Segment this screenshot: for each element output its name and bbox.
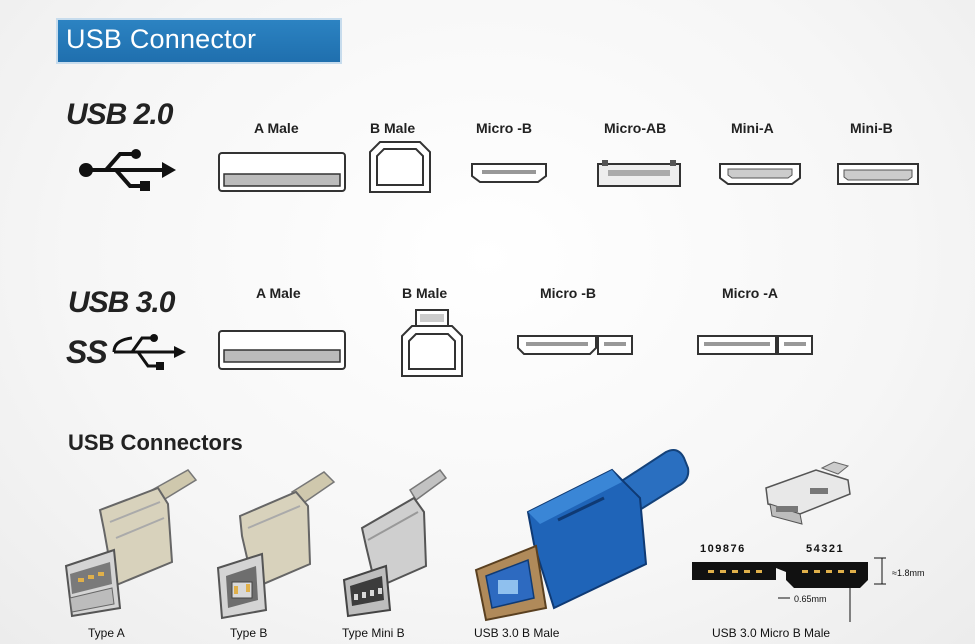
usb2-b-male-label: B Male — [370, 120, 416, 136]
micro-b-pinout-diagram — [692, 557, 886, 622]
usb3-b-male-plug-image — [474, 449, 690, 622]
usb3-b-male-outline — [401, 309, 463, 377]
usb3-micro-b-outline — [517, 335, 633, 355]
usb3-b-male-label: B Male — [402, 285, 448, 301]
dim-height-label: ≈1.8mm — [892, 568, 925, 578]
usb2-mini-b-outline — [837, 163, 919, 185]
type-b-plug-image — [216, 471, 336, 620]
pin-numbers-right: 54321 — [806, 543, 845, 555]
usb3-micro-b-plug-image — [765, 461, 851, 525]
header-banner — [56, 18, 342, 64]
usb2-micro-b-outline — [471, 163, 547, 183]
pin-numbers-left: 109876 — [700, 543, 746, 555]
usb-connectors-title: USB Connectors — [68, 430, 243, 455]
ss-mark: SS — [66, 334, 108, 370]
usb2-mini-a-label: Mini-A — [731, 120, 774, 136]
usb-trident-icon — [79, 149, 176, 191]
page-title: USB Connector — [66, 24, 257, 54]
usb3-a-male-label: A Male — [256, 285, 301, 301]
type-b-caption: Type B — [230, 626, 268, 640]
usb2-micro-b-label: Micro -B — [476, 120, 532, 136]
usb3-title: USB 3.0 — [68, 286, 175, 319]
usb2-micro-ab-outline — [597, 160, 681, 187]
type-mini-b-plug-image — [342, 468, 448, 618]
usb3-micro-a-label: Micro -A — [722, 285, 778, 301]
usb2-mini-a-outline — [719, 163, 801, 185]
usb3-b-male-caption: USB 3.0 B Male — [474, 626, 560, 640]
usb3-micro-a-outline — [697, 335, 813, 355]
usb3-a-male-outline — [218, 330, 346, 370]
usb2-title: USB 2.0 — [66, 98, 173, 131]
type-a-caption: Type A — [88, 626, 125, 640]
type-mini-b-caption: Type Mini B — [342, 626, 405, 640]
type-a-plug-image — [64, 469, 198, 618]
dim-width-label: 0.65mm — [794, 594, 827, 604]
usb2-a-male-outline — [218, 152, 346, 192]
usb3-micro-b-label: Micro -B — [540, 285, 596, 301]
usb3-micro-b-caption: USB 3.0 Micro B Male — [712, 626, 831, 640]
usb-ss-trident-icon — [112, 334, 186, 370]
usb2-mini-b-label: Mini-B — [850, 120, 893, 136]
usb2-a-male-label: A Male — [254, 120, 299, 136]
usb2-b-male-outline — [369, 141, 431, 193]
usb2-micro-ab-label: Micro-AB — [604, 120, 667, 136]
